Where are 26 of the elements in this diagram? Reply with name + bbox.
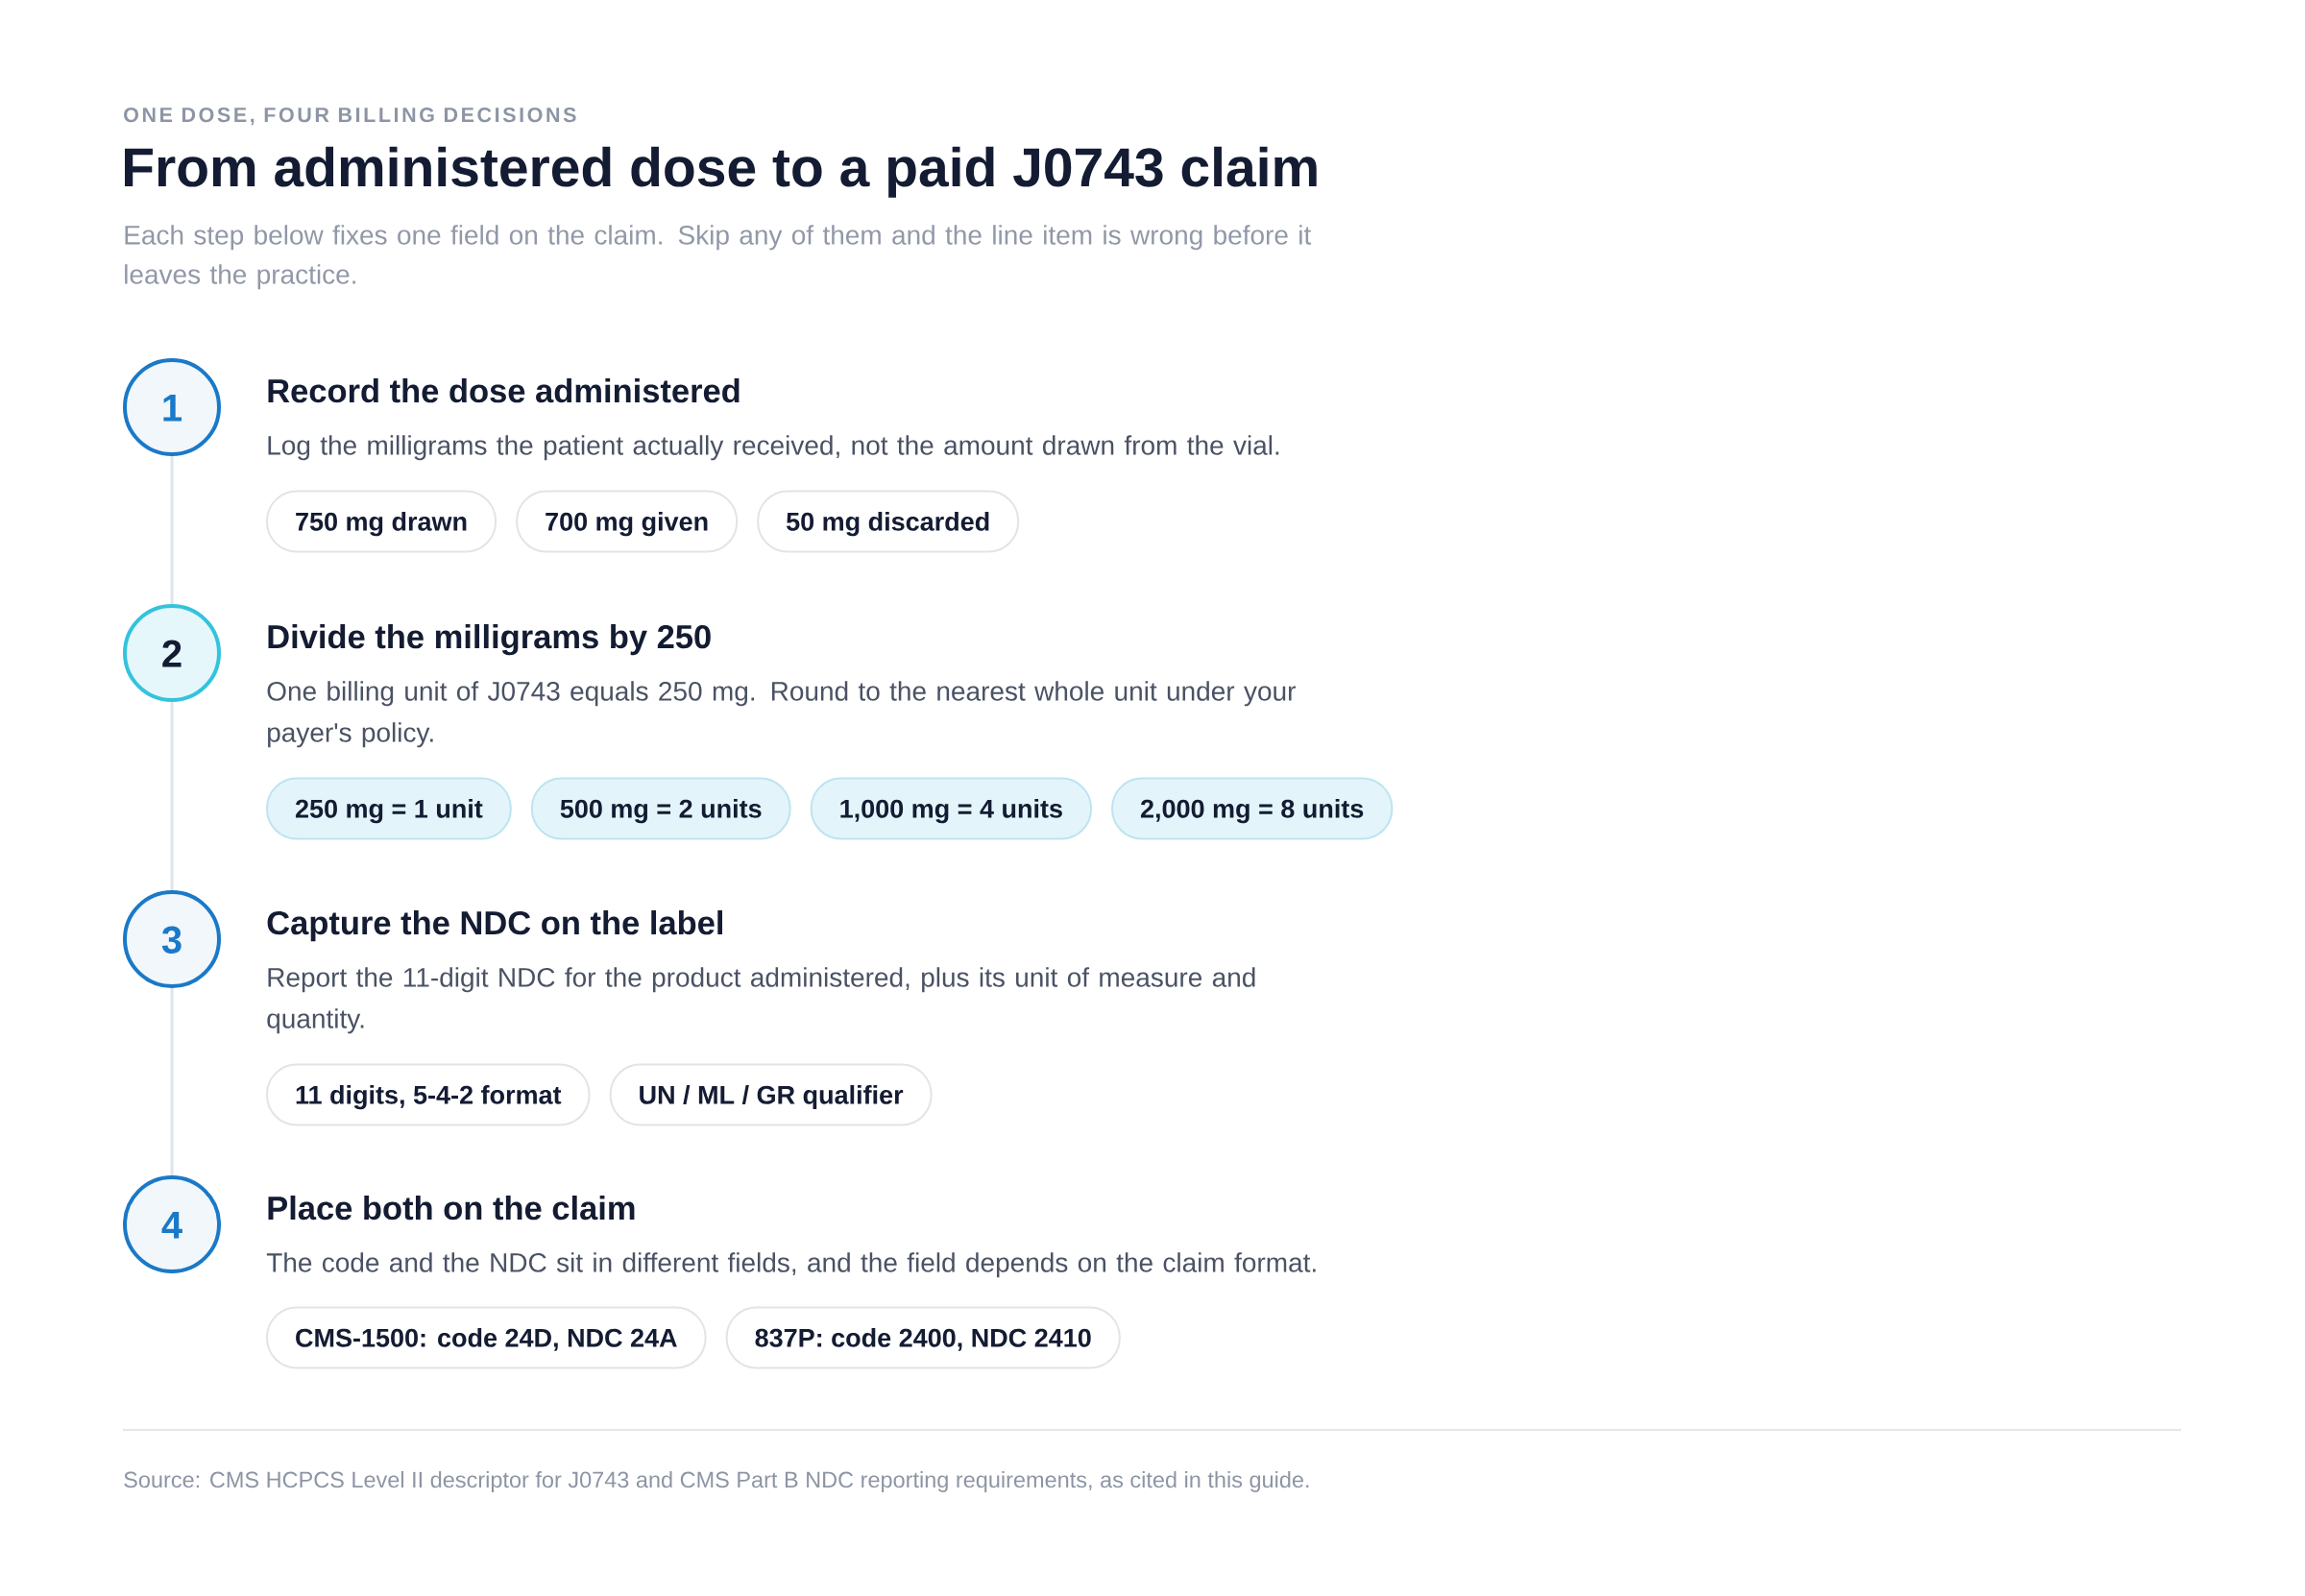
tag-pill: 11 digits, 5-4-2 format: [266, 1063, 591, 1126]
step-description: The code and the NDC sit in different fields, and the field depends on the claim format.: [266, 1252, 1316, 1278]
tag-pill: CMS-1500: code 24D, NDC 24A: [266, 1306, 707, 1369]
connector-line: [170, 702, 174, 890]
step-heading: Capture the NDC on the label: [267, 910, 722, 942]
tag-pill: 500 mg = 2 units: [530, 777, 791, 840]
tag-pill: 700 mg given: [516, 490, 739, 553]
tag-pill: 750 mg drawn: [266, 490, 497, 553]
tag-pill: 837P: code 2400, NDC 2410: [725, 1306, 1121, 1369]
step-heading: Record the dose administered: [268, 378, 740, 403]
eyebrow-text: ONE DOSE, FOUR BILLING DECISIONS: [124, 108, 576, 126]
tag-pill: 1,000 mg = 4 units: [810, 777, 1092, 840]
title: From administered dose to a paid J0743 claim: [125, 146, 1317, 198]
tag-pill: 50 mg discarded: [757, 490, 1020, 553]
tag-pill: 250 mg = 1 unit: [266, 777, 512, 840]
tag-pill: UN / ML / GR qualifier: [609, 1063, 933, 1126]
source-note: Source: CMS HCPCS Level II descriptor for J0743 and CMS Part B NDC reporting requirements, as cited in this guide.: [124, 1471, 1309, 1492]
step-description: Log the milligrams the patient actually received, not the amount drawn from the vial.: [268, 435, 1279, 461]
connector-line: [170, 988, 174, 1175]
subtitle: Each step below fixes one field on the claim. Skip any of them and the line item is wrong before it leaves the practice.: [125, 225, 1312, 290]
tag-pill: 2,000 mg = 8 units: [1111, 777, 1394, 840]
step-heading: Divide the milligrams by 250: [268, 624, 711, 656]
step-heading: Place both on the claim: [268, 1196, 635, 1221]
step-description: Report the 11-digit NDC for the product administered, plus its unit of measure and quantity.: [267, 967, 1255, 1034]
connector-line: [170, 456, 174, 604]
step-description: One billing unit of J0743 equals 250 mg. Round to the nearest whole unit under your payer's policy.: [267, 681, 1296, 748]
